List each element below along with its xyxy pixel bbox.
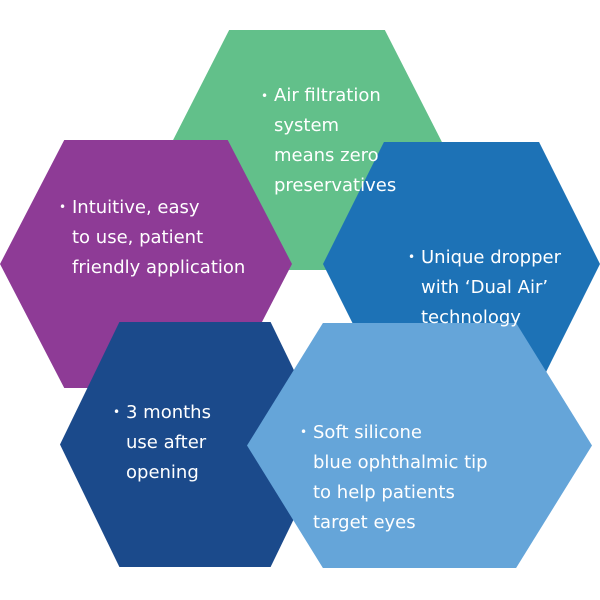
text-line: use after [126, 432, 207, 453]
text-air-filtration: Air filtration system means zero preserv… [274, 81, 396, 201]
text-intuitive: Intuitive, easy to use, patient friendly… [72, 193, 245, 283]
hexagon-soft-tip [247, 323, 592, 568]
bullet-icon: • [113, 405, 121, 419]
text-line: means zero [274, 145, 379, 166]
text-line: with ‘Dual Air’ [421, 277, 549, 298]
bullet-icon: • [261, 89, 269, 103]
text-three-months: 3 months use after opening [126, 398, 211, 488]
text-soft-tip: Soft silicone blue ophthalmic tip to hel… [313, 418, 488, 538]
text-line: target eyes [313, 512, 416, 533]
text-line: system [274, 115, 340, 136]
text-line: Unique dropper [421, 247, 561, 268]
text-line: 3 months [126, 402, 211, 423]
bullet-icon: • [408, 250, 416, 264]
text-line: preservatives [274, 175, 397, 196]
text-line: Air filtration [274, 85, 381, 106]
text-line: to use, patient [72, 227, 204, 248]
text-line: technology [421, 307, 521, 328]
text-line: friendly application [72, 257, 246, 278]
bullet-icon: • [300, 425, 308, 439]
text-line: Intuitive, easy [72, 197, 200, 218]
text-dropper: Unique dropper with ‘Dual Air’ technolog… [421, 243, 561, 333]
text-line: Soft silicone [313, 422, 423, 443]
bullet-icon: • [59, 200, 67, 214]
text-line: blue ophthalmic tip [313, 452, 488, 473]
text-line: opening [126, 462, 199, 483]
text-line: to help patients [313, 482, 455, 503]
